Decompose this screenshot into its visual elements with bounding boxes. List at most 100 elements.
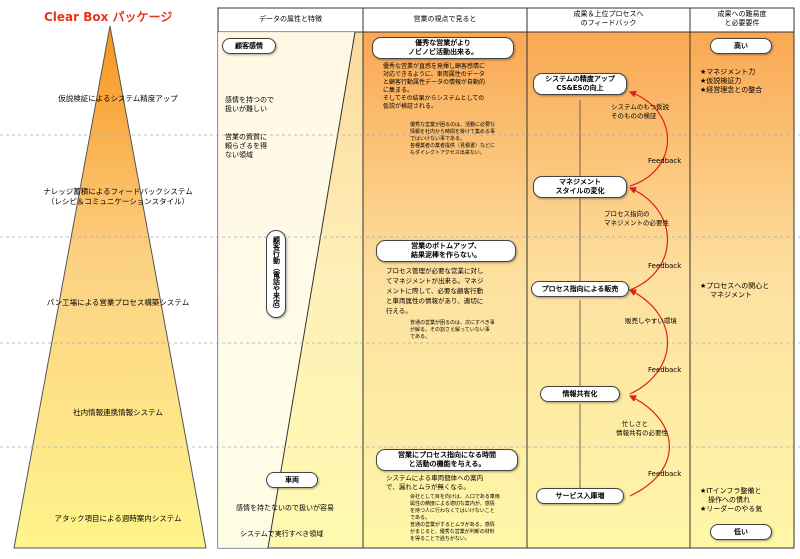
col4-reqs-top: ★マネジメント力 ★仮説検証力 ★経営理念との整合 bbox=[700, 68, 762, 95]
col4-req: ★経営理念との整合 bbox=[700, 86, 763, 94]
difficulty-high-pill: 高い bbox=[710, 38, 772, 54]
header-col2: 営業の視点で見ると bbox=[413, 15, 477, 23]
col2-small-3-line: を持つ人に行わなくてはいけないこと bbox=[410, 508, 495, 514]
feedback-arrow-2 bbox=[628, 187, 668, 291]
col1-text-mid-2: 頼らざるを得 bbox=[225, 142, 267, 150]
col2-small-1-line: 各種業者の業者提供（見積書）などに bbox=[410, 143, 496, 149]
system-accuracy-line1: システムの精度アップ bbox=[545, 75, 615, 83]
col2-pill-2-line2: 結果泥棒を作らない。 bbox=[411, 251, 481, 259]
col2-small-2-line: である。 bbox=[410, 334, 430, 340]
service-entry-box: サービス入庫増 bbox=[536, 488, 624, 504]
col3-note-2a: プロセス指向の bbox=[604, 210, 650, 218]
level-3-label: パン工場による営業プロセス構築システム bbox=[46, 298, 190, 307]
col1-text-bot-1: 感情を持たないので扱いが容易 bbox=[236, 504, 334, 512]
col4-req: ★ITインフラ整備と bbox=[700, 487, 762, 495]
col4-reqs-bot: ★ITインフラ整備と 操作への慣れ ★リーダーのやる気 bbox=[700, 487, 762, 514]
col2-small-3-line: がまじると、優秀な営業が判断の材料 bbox=[410, 529, 495, 535]
col2-small-2-line: 普通の営業が困るのは、次にすべき事 bbox=[410, 320, 495, 326]
col2-small-3-line: 普通の営業がするとムラがある。感情 bbox=[410, 522, 495, 528]
level-2-sublabel: （レシピ＆コミュニケーションスタイル） bbox=[46, 197, 190, 206]
col2-text-3-line: で、漏れとムラが無くなる。 bbox=[386, 483, 470, 491]
col2-text-2: プロセス管理が必要な営業に対し てマネジメントが出来る。マネジ メントに際して、… bbox=[386, 266, 524, 316]
col1-text-top-1: 感情を持つので bbox=[225, 96, 274, 104]
customer-behavior-pill: 顧客行動（電話や来店） bbox=[266, 230, 286, 318]
feedback-arrow-4 bbox=[628, 395, 670, 497]
col3-bg bbox=[526, 7, 691, 549]
col2-small-3-line: である。 bbox=[410, 515, 430, 521]
col3-note-3: 販売しやすい環境 bbox=[625, 317, 677, 325]
col2-small-3: 会社として目を向けは、入口である車両 属性の精度による適切な案内が、感情 を持つ… bbox=[410, 494, 525, 543]
col2-small-1-line: 優秀な営業が困るのは、活動に必要な bbox=[410, 122, 496, 128]
col3-note-1b: そのものの検証 bbox=[611, 112, 657, 120]
header-col3-line2: のフィードバック bbox=[580, 19, 637, 27]
difficulty-low-pill: 低い bbox=[710, 524, 772, 540]
col2-text-1-line: 仮説が検証される。 bbox=[383, 103, 438, 110]
col3-note-4b: 情報共有の必要性 bbox=[616, 429, 668, 437]
col2-text-1-line: 対応できるように、車両属性のデータ bbox=[383, 71, 485, 78]
col2-text-2-line: てマネジメントが出来る。マネジ bbox=[386, 277, 484, 285]
pyramid-shape bbox=[13, 25, 207, 549]
col2-small-2-line: が解る。その割さえ解っていない事 bbox=[410, 327, 490, 333]
header-col3-line1: 成果＆上位プロセスへ bbox=[573, 10, 644, 18]
col2-small-1-line: 情報を社内から時間を掛けて集める事 bbox=[410, 129, 496, 135]
col2-pill-2: 営業のボトムアップ、結果泥棒を作らない。 bbox=[376, 240, 516, 262]
col1-diagonal bbox=[218, 32, 355, 548]
management-style-line2: スタイルの変化 bbox=[555, 187, 605, 195]
col4-req-mid-2: マネジメント bbox=[710, 291, 752, 299]
header-col1: データの属性と特徴 bbox=[259, 15, 322, 23]
header-col4-line2: と必要要件 bbox=[724, 19, 760, 27]
col2-small-3-line: を得ることで過ちがない。 bbox=[410, 536, 470, 542]
vehicle-pill: 車両 bbox=[266, 472, 318, 488]
col3-note-4a: 忙しさと bbox=[622, 420, 648, 428]
col2-small-3-line: 会社として目を向けは、入口である車両 bbox=[410, 494, 500, 500]
col2-text-1-line: に集まる。 bbox=[383, 87, 414, 94]
col4-req-mid-1: ★プロセスへの関心と bbox=[700, 282, 770, 290]
page-title: Clear Box パッケージ bbox=[44, 10, 173, 24]
col1-text-top-2: 扱いが難しい bbox=[225, 105, 267, 113]
col2-small-3-line: 属性の精度による適切な案内が、感情 bbox=[410, 501, 495, 507]
col2-text-2-line: メントに際して、必要な顧客行動 bbox=[386, 287, 483, 295]
info-sharing-box: 情報共有化 bbox=[540, 386, 620, 402]
feedback-label-1: Feedback bbox=[648, 157, 682, 165]
level-1-label: 仮説検証によるシステム精度アップ bbox=[58, 94, 178, 103]
system-accuracy-line2: CS&ESの向上 bbox=[556, 84, 604, 92]
feedback-label-2: Feedback bbox=[648, 262, 682, 270]
col1-text-mid-3: ない領域 bbox=[225, 151, 253, 159]
col3-note-2b: マネジメントの必要性 bbox=[604, 219, 669, 227]
col4-req: ★マネジメント力 bbox=[700, 68, 756, 76]
col4-req: 操作への慣れ bbox=[708, 496, 750, 504]
col2-small-1-line: ではいけない事である。 bbox=[410, 136, 465, 142]
process-sales-box: プロセス指向による販売 bbox=[531, 281, 629, 297]
col2-text-1-line: そしてその結果からシステムとしての bbox=[383, 95, 485, 102]
col2-pill-1-line2: ノビノビ活動出来る。 bbox=[408, 48, 478, 56]
col4-bg bbox=[689, 7, 795, 549]
col2-text-1: 優秀な営業が直感を発揮し顧客感情に 対応できるように、車両属性のデータ と顧客行… bbox=[383, 63, 523, 111]
col2-text-2-line: 行える。 bbox=[386, 307, 412, 315]
col2-pill-3-line1: 営業にプロセス指向になる時間 bbox=[398, 451, 496, 459]
col2-pill-2-line1: 営業のボトムアップ、 bbox=[411, 242, 481, 250]
level-2-label: ナレッジ蓄積によるフィードバックシステム bbox=[43, 187, 193, 196]
customer-emotion-pill: 顧客感情 bbox=[222, 38, 276, 54]
col2-text-2-line: プロセス管理が必要な営業に対し bbox=[386, 267, 484, 275]
col2-small-1-line: もダイレクトアクセス出来ない。 bbox=[410, 150, 485, 156]
col2-text-2-line: と車両属性の情報があり、適切に bbox=[386, 297, 484, 305]
col2-pill-3: 営業にプロセス指向になる時間と活動の機能を与える。 bbox=[376, 449, 518, 471]
feedback-arrow-1 bbox=[628, 90, 668, 187]
col2-small-2: 普通の営業が困るのは、次にすべき事 が解る。その割さえ解っていない事 である。 bbox=[410, 320, 525, 341]
col4-req: ★仮説検証力 bbox=[700, 77, 742, 85]
col2-small-1: 優秀な営業が困るのは、活動に必要な 情報を社内から時間を掛けて集める事 ではいけ… bbox=[410, 122, 525, 157]
col2-pill-3-line2: と活動の機能を与える。 bbox=[408, 460, 486, 468]
col1-text-bot-2: システムで実行すべき領域 bbox=[240, 530, 324, 538]
management-style-line1: マネジメント bbox=[559, 178, 601, 186]
col3-note-1a: システムのもつ仮説 bbox=[611, 103, 670, 111]
management-style-box: マネジメントスタイルの変化 bbox=[533, 176, 627, 198]
col2-text-3: システムによる車両個体への案内 で、漏れとムラが無くなる。 bbox=[386, 474, 524, 492]
col2-text-1-line: 優秀な営業が直感を発揮し顧客感情に bbox=[383, 63, 486, 70]
col2-text-1-line: と顧客行動属性データの情報が自動的 bbox=[383, 79, 486, 86]
col1-text-mid-1: 営業の資質に bbox=[225, 133, 267, 141]
level-5-label: アタック項目による週時案内システム bbox=[54, 514, 182, 523]
feedback-arrow-3 bbox=[628, 289, 668, 395]
col2-pill-1-line1: 優秀な営業がより bbox=[415, 39, 471, 47]
